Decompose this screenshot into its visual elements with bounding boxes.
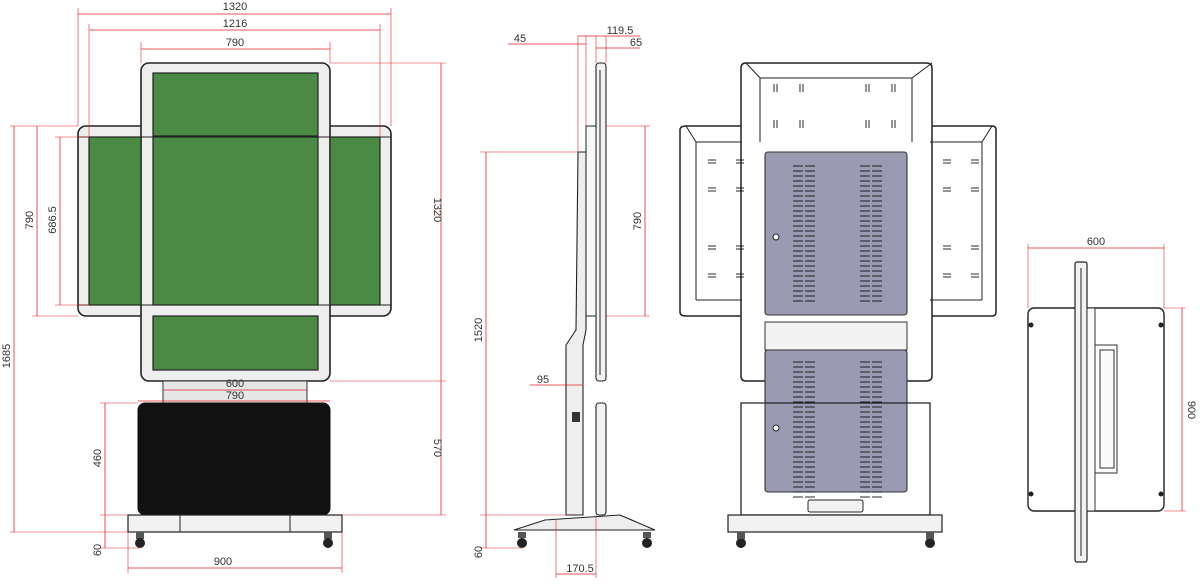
caster-wheel (135, 538, 145, 548)
top-screen (152, 72, 319, 137)
caster-wheel (642, 538, 652, 548)
panel-screw (772, 233, 780, 241)
dim-pole-height: 1520 (473, 318, 485, 342)
rear-vents (792, 165, 883, 498)
bottom-screen (152, 315, 319, 371)
dim-depth: 119.5 (607, 25, 634, 37)
port-block (572, 412, 580, 422)
caster (136, 532, 144, 539)
base-foot (513, 514, 656, 531)
dim-cabinet-height: 460 (92, 449, 104, 467)
dim-panel-height: 790 (24, 211, 36, 229)
rear-base (727, 514, 943, 533)
dim-cabinet-drop: 570 (431, 439, 443, 457)
base-plate (127, 514, 343, 533)
top-view: 600 900 (1027, 236, 1197, 563)
left-screen (88, 136, 142, 306)
rear-panel-lower (764, 349, 908, 493)
side-view: 45 119.5 65 790 1520 60 95 170.5 (473, 25, 656, 578)
panel-screw (772, 424, 780, 432)
dim-cabinet-width: 790 (226, 390, 244, 402)
black-cabinet (137, 402, 331, 516)
dim-side-panel-height: 790 (632, 212, 644, 230)
dim-base-width: 900 (214, 556, 232, 568)
dim-foot-depth: 170.5 (566, 563, 594, 575)
display-side (595, 62, 607, 382)
pole (565, 151, 587, 516)
cabinet-side (595, 402, 607, 516)
frame-vents (708, 84, 980, 278)
dim-pole-width: 95 (537, 374, 549, 386)
rear-view (679, 62, 997, 548)
right-screen (329, 136, 381, 306)
caster-wheel (517, 538, 527, 548)
dim-bezel-width: 1216 (223, 18, 247, 30)
caster-wheel (323, 538, 333, 548)
dim-overall-height: 1320 (431, 198, 443, 222)
dim-offset-b: 65 (630, 37, 642, 49)
front-view: 1320 1216 790 1685 790 686.5 1320 570 60… (1, 1, 446, 573)
dim-total-height: 1685 (1, 344, 13, 368)
dim-screen-height: 686.5 (47, 206, 59, 234)
mount-bracket (585, 125, 597, 317)
center-screen (152, 136, 319, 306)
dim-top-width: 600 (1087, 236, 1105, 248)
dim-side-base-height: 60 (473, 546, 485, 558)
rear-panel-upper (764, 151, 908, 316)
dim-top-panel-width: 790 (226, 37, 244, 49)
dim-top-depth: 900 (1185, 401, 1197, 419)
caster (324, 532, 332, 539)
dim-offset-a: 45 (514, 33, 526, 45)
io-panel (807, 499, 864, 513)
dim-overall-width: 1320 (223, 1, 247, 13)
dim-base-height: 60 (92, 544, 104, 556)
dim-neck-width: 600 (226, 378, 244, 390)
